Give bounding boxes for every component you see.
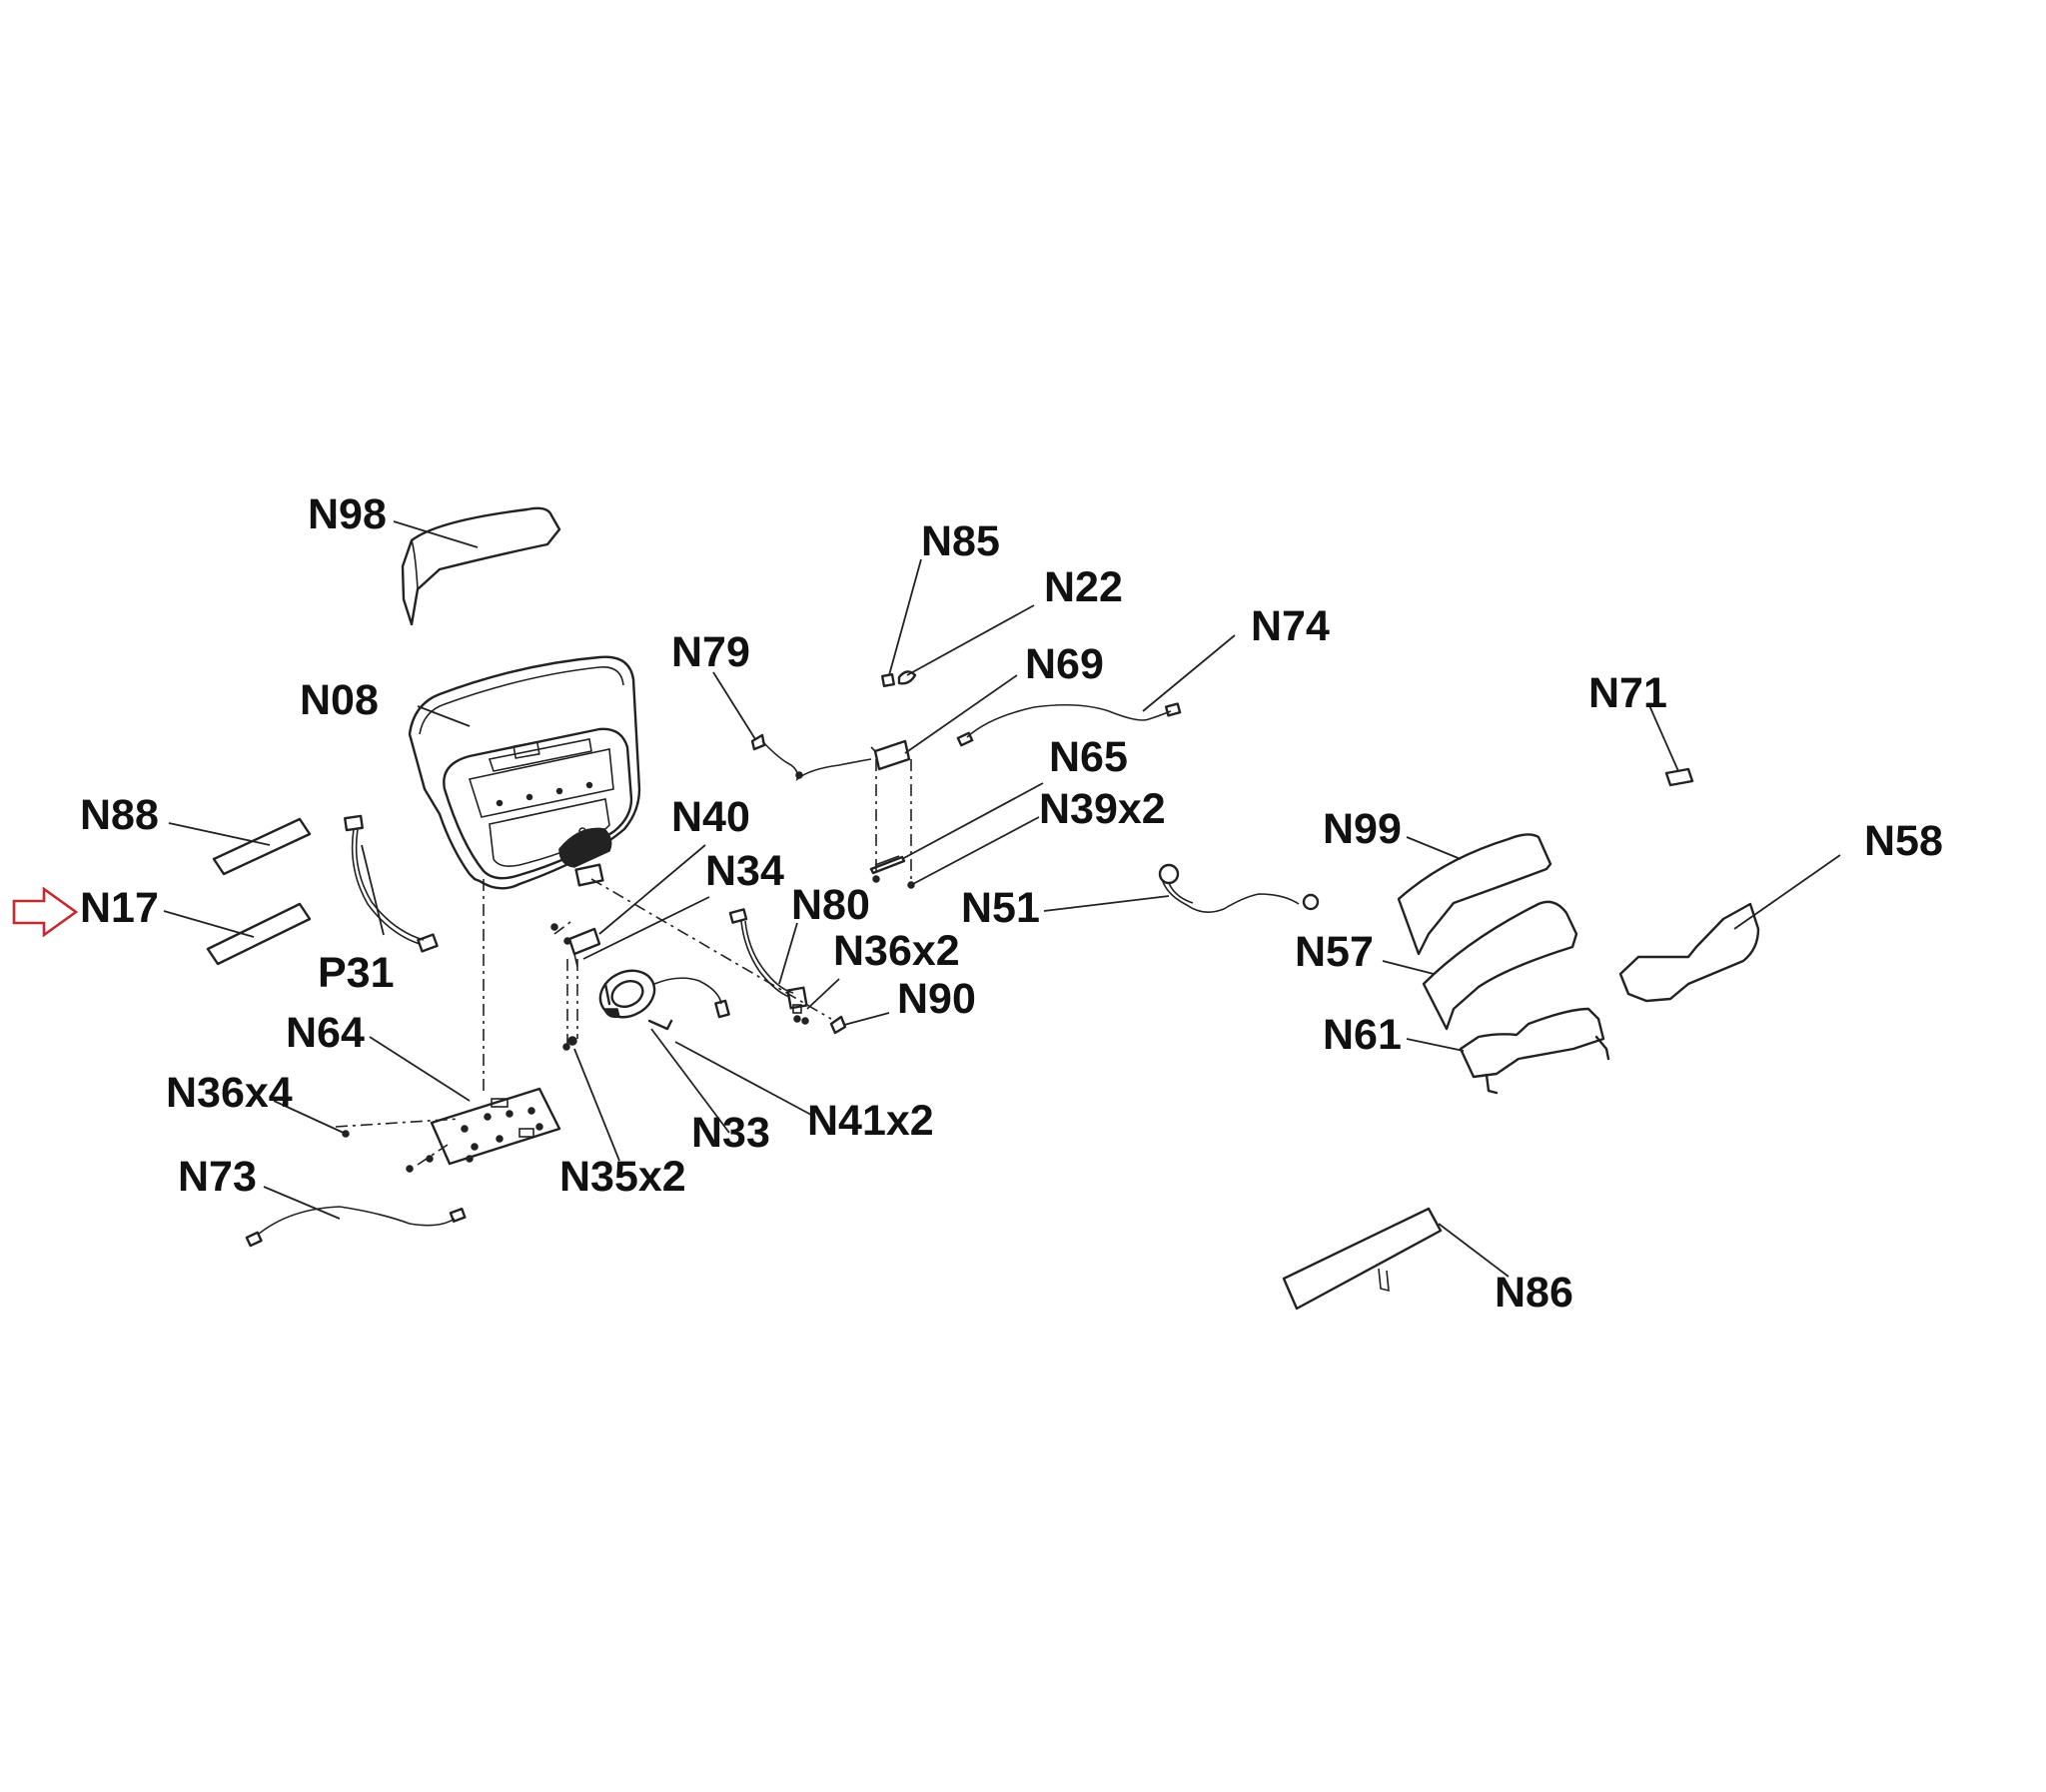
callout-n40: N40 <box>671 793 750 841</box>
part-n51-drawing <box>1158 863 1320 913</box>
part-n57-drawing <box>1422 900 1578 1031</box>
callout-n34: N34 <box>705 847 784 895</box>
callout-n33: N33 <box>691 1109 770 1157</box>
callout-n08: N08 <box>300 676 379 724</box>
part-n65-drawing <box>869 855 906 875</box>
part-n73-drawing <box>245 1206 467 1248</box>
part-n22-drawing <box>897 670 917 685</box>
part-n58-drawing <box>1618 902 1760 1003</box>
callout-n98: N98 <box>308 490 387 538</box>
callout-n74: N74 <box>1251 602 1330 650</box>
part-n80-drawing <box>786 986 809 1025</box>
callout-n61: N61 <box>1323 1011 1402 1059</box>
part-n90-drawing <box>829 1015 847 1035</box>
callout-n39x2: N39x2 <box>1039 785 1166 833</box>
part-n33-drawing <box>598 969 730 1031</box>
callout-n69: N69 <box>1025 640 1104 688</box>
part-n40-drawing <box>550 923 601 1051</box>
callout-n51: N51 <box>961 884 1040 932</box>
callout-n41x2: N41x2 <box>807 1097 934 1145</box>
callout-p31: P31 <box>318 949 395 997</box>
part-n34-drawing <box>728 908 794 998</box>
part-n86-drawing <box>1282 1207 1443 1311</box>
part-n64-drawing <box>342 1087 561 1173</box>
callout-n90: N90 <box>897 975 976 1023</box>
callout-n17[interactable]: N17 <box>80 884 159 932</box>
part-n69-drawing <box>870 739 911 771</box>
callout-n65: N65 <box>1049 733 1128 781</box>
part-n99-drawing <box>1397 833 1552 956</box>
callout-n99: N99 <box>1323 805 1402 853</box>
part-n88-drawing <box>212 817 312 876</box>
part-n61-drawing <box>1459 1007 1610 1095</box>
callout-n64: N64 <box>286 1009 365 1057</box>
leader-lines <box>163 520 1841 1278</box>
highlight-arrow-icon <box>12 886 79 938</box>
callout-n35x2: N35x2 <box>559 1153 686 1201</box>
callout-n36x4: N36x4 <box>166 1069 293 1117</box>
callout-n86: N86 <box>1495 1269 1573 1317</box>
callout-n22: N22 <box>1044 563 1123 611</box>
callout-n71: N71 <box>1588 669 1667 717</box>
callout-n80: N80 <box>791 881 870 929</box>
part-n79-drawing <box>750 733 872 782</box>
callout-n88: N88 <box>80 791 159 839</box>
callout-n73: N73 <box>178 1153 257 1201</box>
part-n98-drawing <box>401 506 561 626</box>
callout-n79: N79 <box>671 628 750 676</box>
part-n85-drawing <box>881 673 895 687</box>
callout-labels: N98 N85 N22 N74 N79 N69 N08 N71 N65 N39x… <box>80 490 1943 1317</box>
part-n74-drawing <box>956 702 1182 747</box>
callout-n85: N85 <box>921 517 1000 565</box>
callout-n58: N58 <box>1864 817 1943 865</box>
part-p31-drawing <box>344 814 439 953</box>
part-n71-drawing <box>1664 767 1694 787</box>
callout-n57: N57 <box>1295 928 1374 976</box>
part-n39-drawing <box>872 875 915 889</box>
part-n08-drawing <box>408 655 641 890</box>
callout-n36x2: N36x2 <box>833 927 960 975</box>
part-n17-drawing <box>206 902 312 966</box>
